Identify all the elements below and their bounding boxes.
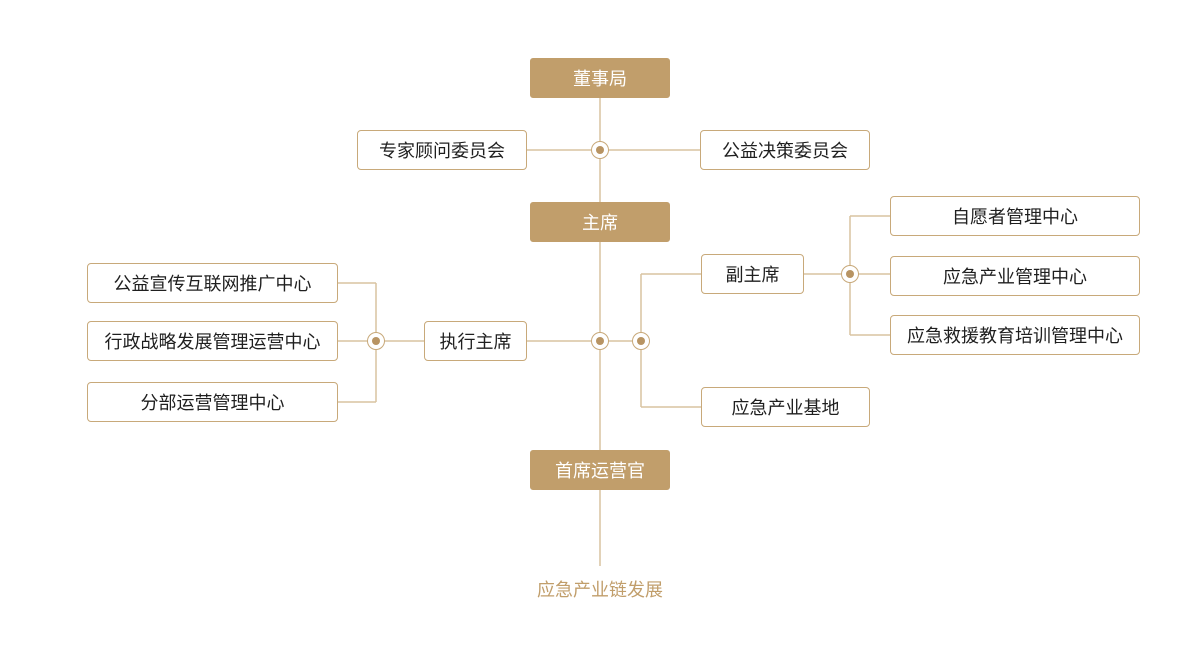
vice-chairman-node: 副主席 (701, 254, 804, 294)
welfare-committee-node: 公益决策委员会 (700, 130, 870, 170)
industry-base-node: 应急产业基地 (701, 387, 870, 427)
junction-right-bracket (632, 332, 650, 350)
executive-chairman-node: 执行主席 (424, 321, 527, 361)
industry-mgmt-center-node: 应急产业管理中心 (890, 256, 1140, 296)
rescue-training-center-node: 应急救援教育培训管理中心 (890, 315, 1140, 355)
volunteer-center-node: 自愿者管理中心 (890, 196, 1140, 236)
expert-committee-node: 专家顾问委员会 (357, 130, 527, 170)
junction-committees (591, 141, 609, 159)
board-node: 董事局 (530, 58, 670, 98)
chairman-node: 主席 (530, 202, 670, 242)
junction-executive (591, 332, 609, 350)
industry-chain-label: 应急产业链发展 (537, 580, 663, 601)
admin-strategy-center-node: 行政战略发展管理运营中心 (87, 321, 338, 361)
branch-ops-center-node: 分部运营管理中心 (87, 382, 338, 422)
junction-left-centers (367, 332, 385, 350)
internet-promo-center-node: 公益宣传互联网推广中心 (87, 263, 338, 303)
coo-node: 首席运营官 (530, 450, 670, 490)
junction-vice-centers (841, 265, 859, 283)
